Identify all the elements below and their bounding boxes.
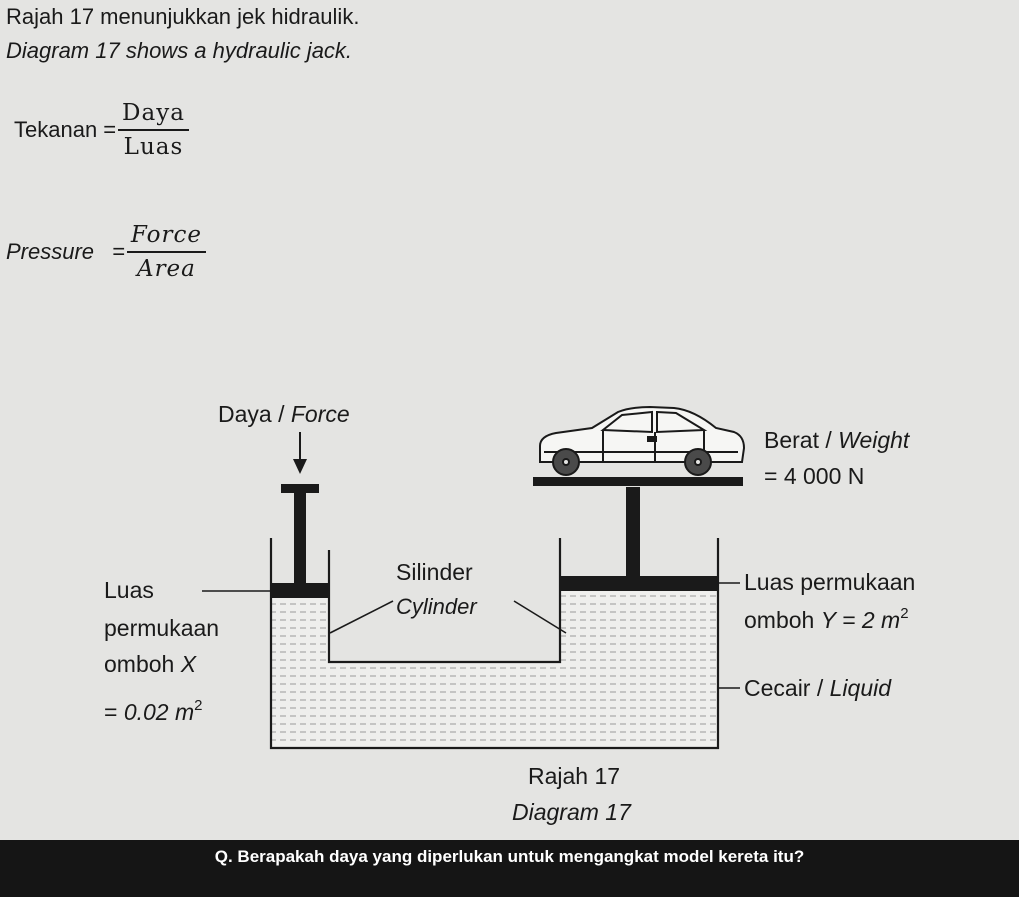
- weight-value: = 4 000 N: [764, 463, 864, 489]
- weight-label-malay: Berat /: [764, 427, 838, 453]
- area-x-variable: X: [180, 651, 198, 677]
- force-label: Daya / Force: [218, 401, 350, 427]
- formula-denominator: Luas: [123, 134, 184, 160]
- liquid-region: [271, 591, 718, 748]
- car-model-icon: [539, 405, 746, 476]
- area-x-line3: omboh X: [104, 651, 198, 677]
- formula-equals: =: [103, 117, 117, 142]
- area-y-line2: omboh Y = 2 m2: [744, 605, 909, 633]
- liquid-label-malay: Cecair /: [744, 675, 830, 701]
- area-x-exponent: 2: [194, 697, 202, 714]
- formula-numerator: Force: [126, 222, 206, 253]
- weight-label: Berat / Weight: [764, 427, 911, 453]
- caption-malay: Rajah 17: [528, 763, 620, 789]
- force-label-malay: Daya /: [218, 401, 291, 427]
- liquid-label-english: Liquid: [830, 675, 893, 701]
- leader-lines: [202, 582, 740, 689]
- formula-denominator: Area: [136, 256, 196, 282]
- area-x-value: = 0.02 m2: [104, 697, 203, 725]
- area-x-value-number: 0.02 m: [124, 699, 194, 725]
- liquid-label: Cecair / Liquid: [744, 675, 892, 701]
- formula-numerator: Daya: [118, 100, 189, 131]
- force-arrow-icon: [293, 432, 307, 474]
- weight-label-english: Weight: [838, 427, 911, 453]
- intro-line-english: Diagram 17 shows a hydraulic jack.: [6, 38, 353, 63]
- question-bar: [0, 840, 1019, 897]
- force-label-english: Force: [291, 401, 350, 427]
- area-y-value: = 2 m: [836, 607, 901, 633]
- question-text: Q. Berapakah daya yang diperlukan untuk …: [214, 847, 805, 866]
- area-x-value-prefix: =: [104, 699, 124, 725]
- hydraulic-jack-diagram: Daya / Force Berat / Weight = 4 000 N Si…: [104, 401, 915, 825]
- area-y-exponent: 2: [900, 605, 908, 622]
- area-x-line1: Luas: [104, 577, 154, 603]
- area-y-line1: Luas permukaan: [744, 569, 915, 595]
- container-outline: [269, 538, 720, 750]
- formula-lhs: Tekanan: [14, 117, 98, 142]
- caption-english: Diagram 17: [512, 799, 632, 825]
- cylinder-label-malay: Silinder: [396, 559, 473, 585]
- large-piston: [533, 477, 743, 591]
- small-piston: [271, 484, 329, 598]
- cylinder-label-english: Cylinder: [396, 594, 478, 619]
- formula-lhs: Pressure: [6, 239, 95, 264]
- area-y-variable: Y: [821, 607, 838, 633]
- area-x-piston-word: omboh: [104, 651, 181, 677]
- area-y-piston-word: omboh: [744, 607, 821, 633]
- intro-line-malay: Rajah 17 menunjukkan jek hidraulik.: [6, 4, 360, 29]
- area-x-line2: permukaan: [104, 615, 219, 641]
- formula-equals: =: [112, 239, 125, 264]
